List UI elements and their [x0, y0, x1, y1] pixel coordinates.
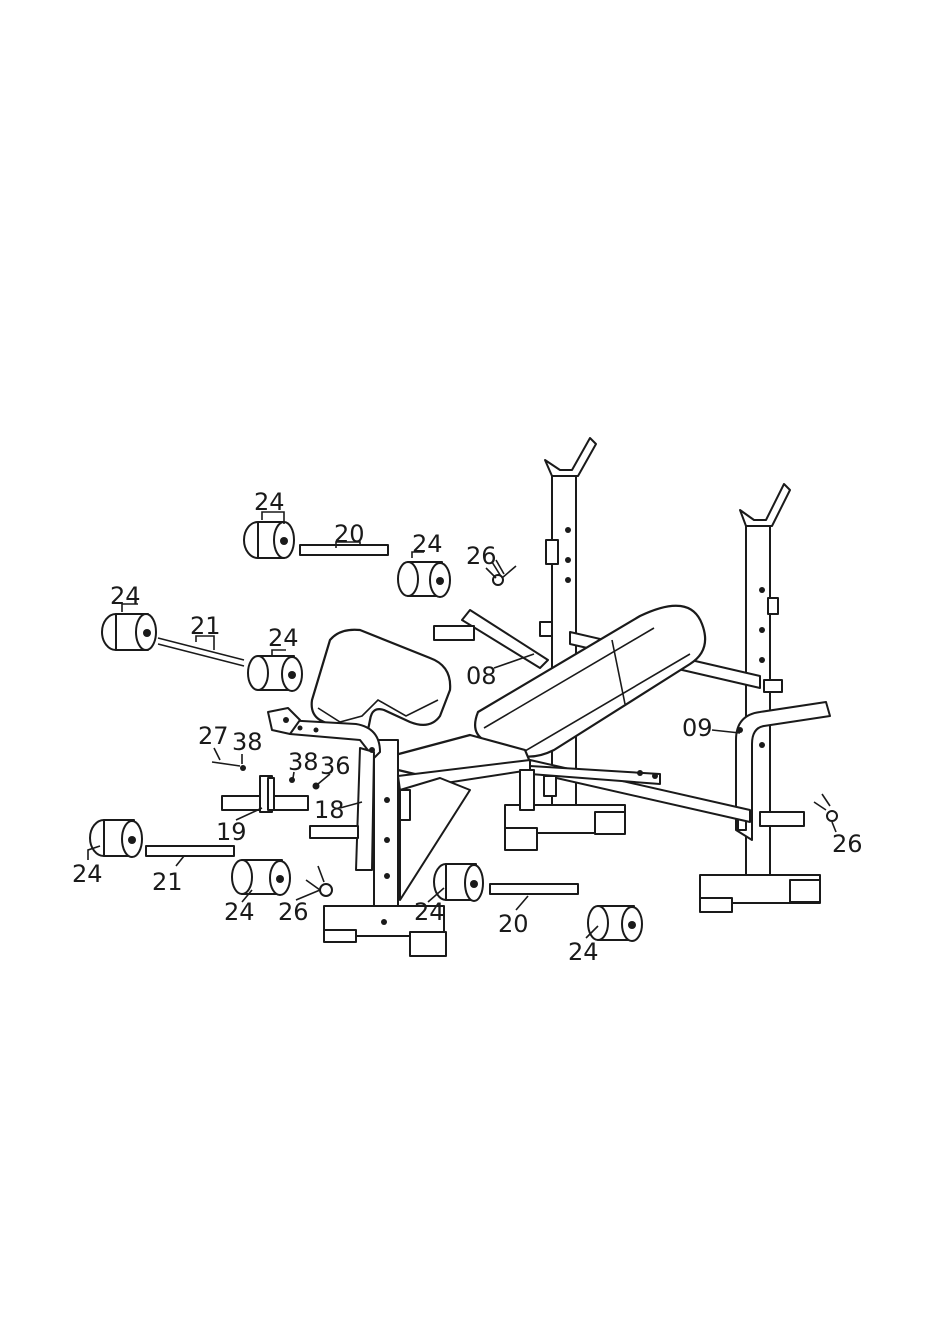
callout-38-second: 38 — [288, 748, 319, 776]
roller-set-bottom-left — [90, 820, 290, 895]
preacher-curl-pad — [312, 630, 451, 734]
callout-18: 18 — [314, 796, 345, 824]
spring-collar-right — [814, 794, 837, 821]
callout-20-top: 20 — [334, 520, 365, 548]
backrest-pad — [475, 606, 705, 757]
callout-38-first: 38 — [232, 728, 263, 756]
callout-24-bottom-center: 24 — [414, 898, 445, 926]
callout-36: 36 — [320, 752, 351, 780]
callout-24-bottom-left-2: 24 — [224, 898, 255, 926]
part-19-roller-bar — [222, 776, 308, 812]
callout-09: 09 — [682, 714, 713, 742]
callout-08: 08 — [466, 662, 497, 690]
callout-21-mid: 21 — [190, 612, 221, 640]
callout-21-bottom: 21 — [152, 868, 183, 896]
callout-19: 19 — [216, 818, 247, 846]
callout-27: 27 — [198, 722, 229, 750]
spring-collar-bottom — [306, 866, 332, 896]
callout-24-top-left: 24 — [254, 488, 285, 516]
callout-24-bottom-left: 24 — [72, 860, 103, 888]
callout-26-top: 26 — [466, 542, 497, 570]
callout-20-bottom: 20 — [498, 910, 529, 938]
callout-24-top-right: 24 — [412, 530, 443, 558]
callout-24-mid-right: 24 — [268, 624, 299, 652]
callout-26-right: 26 — [832, 830, 863, 858]
callout-24-bottom-right: 24 — [568, 938, 599, 966]
callout-24-mid-left: 24 — [110, 582, 141, 610]
callout-26-bottom: 26 — [278, 898, 309, 926]
front-right-upright — [700, 484, 830, 912]
roller-set-bottom-right — [434, 864, 642, 941]
